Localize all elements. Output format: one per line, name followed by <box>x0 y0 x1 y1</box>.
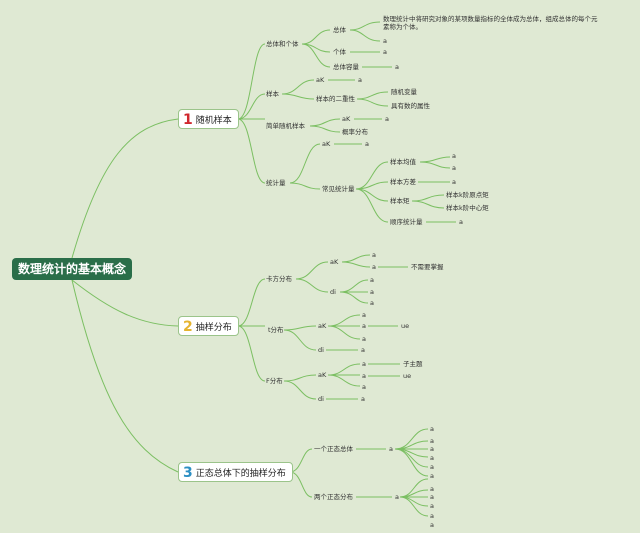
formula-simple-ak: a <box>385 115 389 123</box>
formula-two-normal: a <box>395 493 399 501</box>
branch-number: 2 <box>183 319 193 335</box>
formula-statistic-ak: a <box>365 140 369 148</box>
formula-sample-variance: a <box>452 178 456 186</box>
node-statistic[interactable]: 统计量 <box>266 179 286 187</box>
node-f-distribution[interactable]: F分布 <box>266 377 283 385</box>
formula-sample-ak: a <box>358 76 362 84</box>
node-chi-ak[interactable]: aK <box>330 258 339 266</box>
node-f-ak[interactable]: aK <box>318 371 327 379</box>
node-simple-random-sample[interactable]: 简单随机样本 <box>266 122 305 130</box>
formula-t-ak: a <box>362 322 366 330</box>
formula-one-normal-item: a <box>430 454 434 462</box>
node-not-required[interactable]: 不需要掌握 <box>411 263 444 271</box>
formula-population: a <box>383 37 387 45</box>
node-population-definition: 数理统计中将研究对象的某项数量指标的全体成为总体，组成总体的每个元素称为个体。 <box>383 15 598 31</box>
formula-sample-mean: a <box>452 152 456 160</box>
node-numeric-property[interactable]: 具有数的属性 <box>391 102 430 110</box>
node-chi-square[interactable]: 卡方分布 <box>266 275 292 283</box>
node-t-ak[interactable]: aK <box>318 322 327 330</box>
formula-f-ak: a <box>362 360 366 368</box>
node-f-ue[interactable]: ue <box>403 372 412 380</box>
node-sample-mean[interactable]: 样本均值 <box>390 158 416 166</box>
branch-number: 3 <box>183 465 193 481</box>
formula-one-normal-item: a <box>430 463 434 471</box>
formula-order-statistic: a <box>459 218 463 226</box>
formula-chi-di: a <box>370 288 374 296</box>
node-subtopic[interactable]: 子主题 <box>403 360 423 368</box>
node-t-ue[interactable]: ue <box>401 322 410 330</box>
node-statistic-ak[interactable]: aK <box>322 140 331 148</box>
formula-t-di: a <box>361 346 365 354</box>
node-population[interactable]: 总体 <box>333 26 346 34</box>
formula-chi-di: a <box>370 299 374 307</box>
formula-f-ak: a <box>362 383 366 391</box>
branch-label: 随机样本 <box>195 116 232 126</box>
formula-t-ak: a <box>362 335 366 343</box>
branch-number: 1 <box>183 112 193 128</box>
formula-individual: a <box>383 48 387 56</box>
node-chi-di[interactable]: di <box>330 288 336 296</box>
root-node[interactable]: 数理统计的基本概念 <box>12 258 132 280</box>
node-sample-moment[interactable]: 样本矩 <box>390 197 410 205</box>
formula-population-size: a <box>395 63 399 71</box>
node-random-variable[interactable]: 随机变量 <box>391 88 417 96</box>
branch-label: 抽样分布 <box>195 323 232 333</box>
node-probability-distribution[interactable]: 概率分布 <box>342 128 368 136</box>
node-simple-ak[interactable]: aK <box>342 115 351 123</box>
formula-two-normal-item: a <box>430 512 434 520</box>
node-f-di[interactable]: di <box>318 395 324 403</box>
formula-one-normal-item: a <box>430 437 434 445</box>
formula-f-di: a <box>361 395 365 403</box>
node-origin-moment[interactable]: 样本k阶原点矩 <box>446 191 489 199</box>
node-sample-variance[interactable]: 样本方差 <box>390 178 416 186</box>
formula-one-normal: a <box>389 445 393 453</box>
node-individual[interactable]: 个体 <box>333 48 346 56</box>
node-sample[interactable]: 样本 <box>266 90 279 98</box>
formula-chi-ak: a <box>372 251 376 259</box>
node-central-moment[interactable]: 样本k阶中心矩 <box>446 204 489 212</box>
node-order-statistic[interactable]: 顺序统计量 <box>390 218 423 226</box>
node-one-normal-population[interactable]: 一个正态总体 <box>314 445 353 453</box>
formula-two-normal-item: a <box>430 521 434 529</box>
formula-t-ak: a <box>362 311 366 319</box>
node-t-di[interactable]: di <box>318 346 324 354</box>
formula-chi-ak: a <box>372 263 376 271</box>
formula-sample-mean: a <box>452 164 456 172</box>
formula-two-normal-item: a <box>430 485 434 493</box>
node-sample-ak[interactable]: aK <box>316 76 325 84</box>
formula-one-normal-item: a <box>430 425 434 433</box>
formula-chi-di: a <box>370 276 374 284</box>
node-population-size[interactable]: 总体容量 <box>333 63 359 71</box>
node-population-individual[interactable]: 总体和个体 <box>266 40 299 48</box>
node-common-statistics[interactable]: 常见统计量 <box>322 185 355 193</box>
formula-one-normal-item: a <box>430 445 434 453</box>
branch-label: 正态总体下的抽样分布 <box>195 469 286 479</box>
formula-two-normal-item: a <box>430 502 434 510</box>
formula-f-ak: a <box>362 372 366 380</box>
node-two-normal-distributions[interactable]: 两个正态分布 <box>314 493 353 501</box>
node-sample-duality[interactable]: 样本的二重性 <box>316 95 355 103</box>
node-t-distribution[interactable]: t分布 <box>268 326 284 334</box>
formula-one-normal-item: a <box>430 472 434 480</box>
formula-two-normal-item: a <box>430 493 434 501</box>
